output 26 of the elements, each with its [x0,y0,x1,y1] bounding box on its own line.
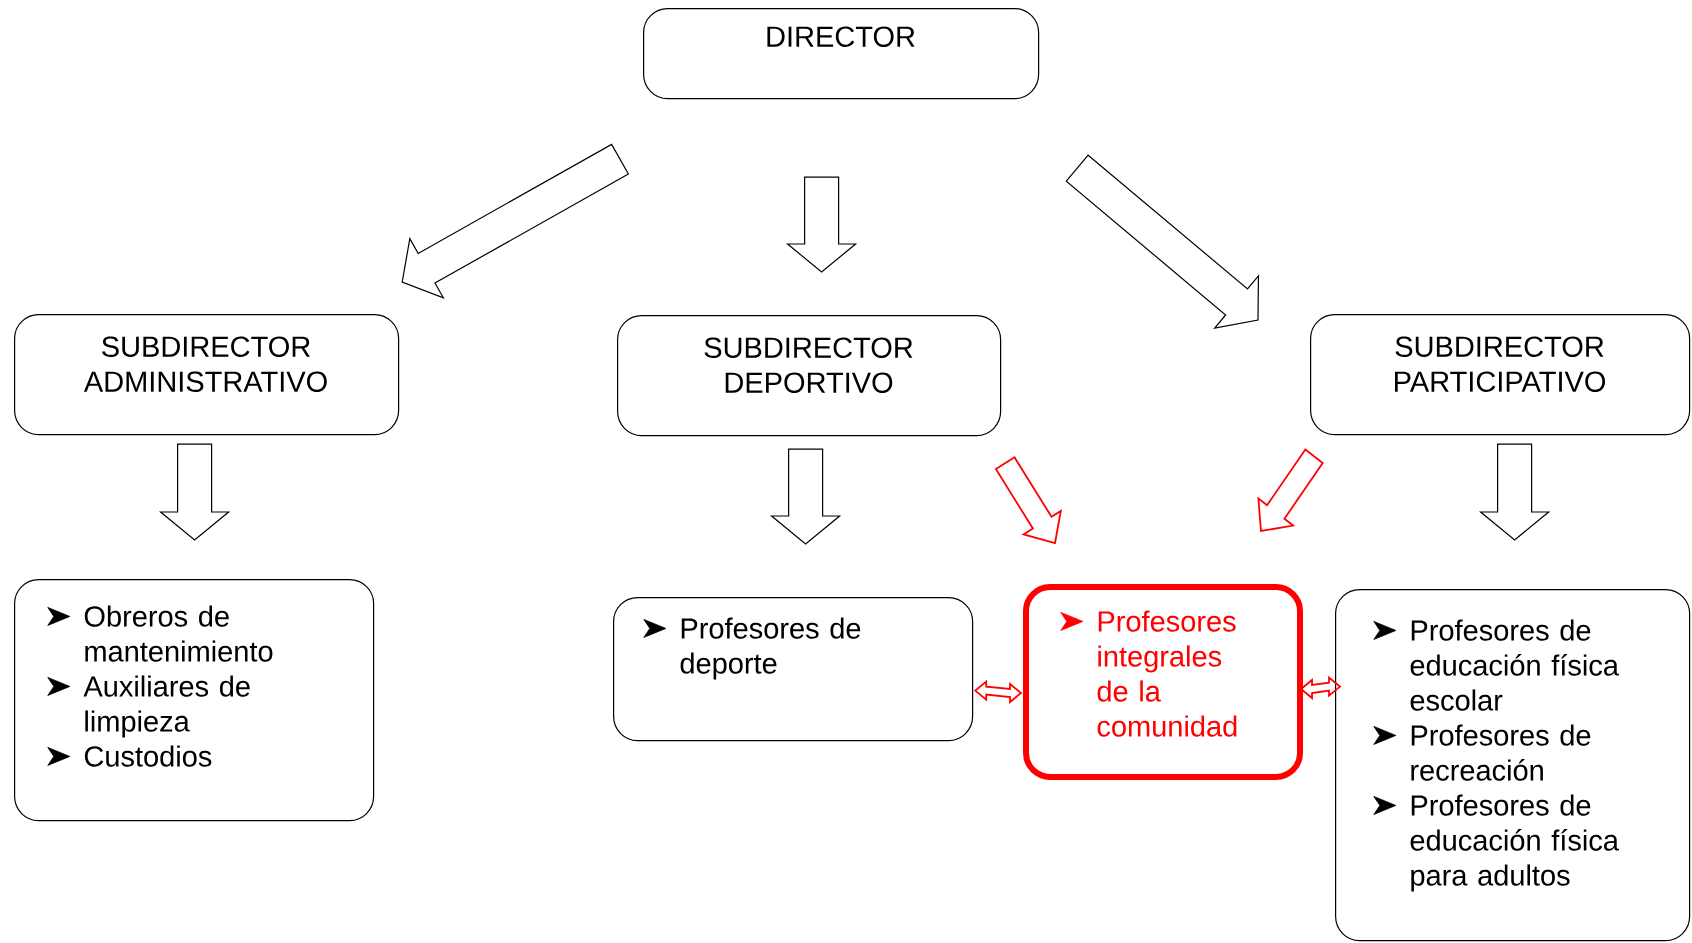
list-item: Profesores de educación física para adultos [1410,794,1619,892]
list-item: Profesores de deporte [680,617,861,680]
list-box [1023,584,1303,780]
block-arrow [785,176,858,273]
list-box [14,579,375,822]
list-box [613,597,974,742]
org-box [1310,314,1691,436]
box-heading: DIRECTOR [767,26,915,47]
org-box [617,315,1002,437]
box-heading: SUBDIRECTOR PARTICIPATIVO [1395,336,1606,392]
block-arrow [158,443,231,541]
block-arrow [1478,443,1551,541]
box-heading: SUBDIRECTOR DEPORTIVO [704,337,913,393]
list-item: Obreros de mantenimiento [84,605,273,662]
list-item: Profesores de recreación [1411,724,1591,781]
block-arrow [769,448,842,545]
list-item: Auxiliares de limpieza [83,675,250,738]
org-box [14,314,400,436]
list-item: Custodios [84,745,212,767]
block-arrow [1257,448,1324,533]
list-box [1335,589,1691,942]
list-item: Profesores integrales de la comunidad [1097,610,1237,737]
block-arrow [1065,154,1260,329]
list-item: Profesores de educación física escolar [1410,619,1619,711]
org-box [643,8,1040,100]
box-heading: SUBDIRECTOR ADMINISTRATIVO [83,336,327,392]
